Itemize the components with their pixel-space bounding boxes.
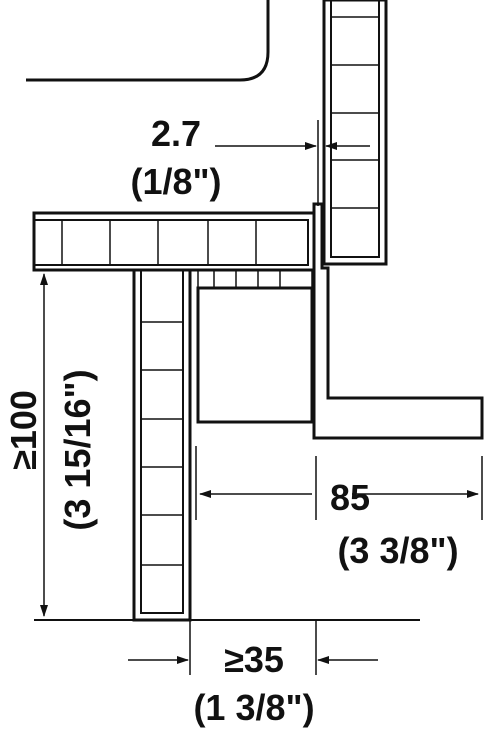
extension-lines	[189, 120, 483, 675]
gap-imperial-label: (1/8")	[130, 161, 221, 202]
width-metric-label: ≥35	[224, 639, 284, 680]
hinge-assembly	[196, 202, 484, 440]
top-panel	[32, 211, 316, 272]
gap-metric-label: 2.7	[151, 113, 201, 154]
depth-metric-label: 85	[330, 477, 370, 518]
depth-imperial-label: (3 3/8")	[337, 530, 458, 571]
side-panel	[132, 268, 192, 622]
width-imperial-label: (1 3/8")	[193, 687, 314, 728]
height-imperial-label: (3 15/16")	[57, 369, 98, 530]
door-panel	[322, 0, 388, 266]
height-metric-label: ≥100	[3, 390, 44, 470]
cabinet-outline	[26, 0, 270, 82]
